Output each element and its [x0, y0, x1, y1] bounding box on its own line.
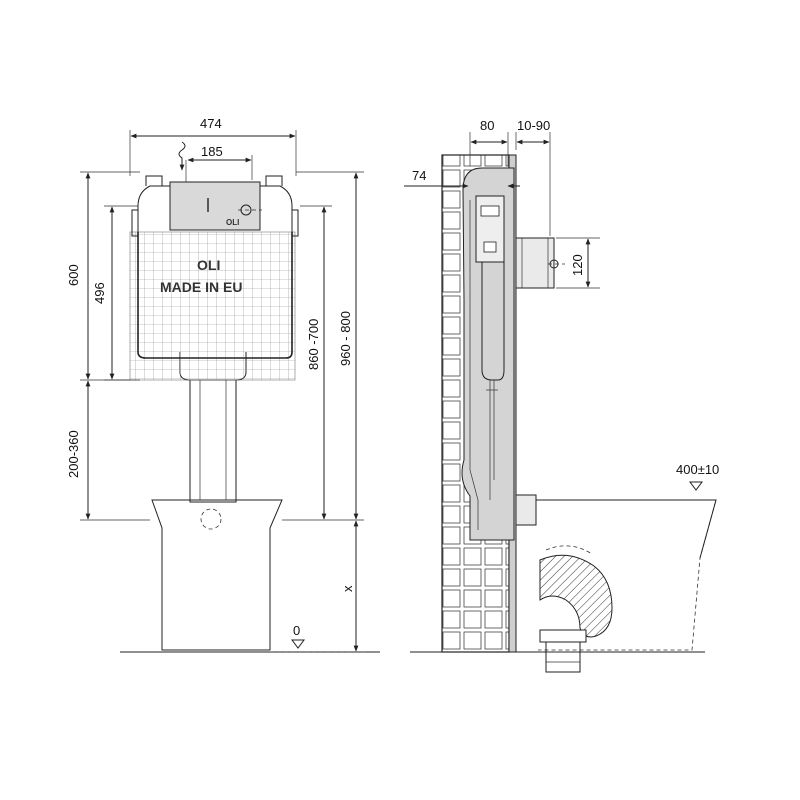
dim-height-960-800: 960 - 800	[338, 311, 353, 366]
dim-height-860-700: 860 -700	[306, 319, 321, 370]
side-bowl-connector	[515, 494, 537, 526]
front-stamp-logo: OLI	[197, 257, 220, 273]
dim-bowl-height: 400±10	[676, 462, 719, 477]
side-floor-drain	[539, 629, 587, 643]
side-bowl-trap	[539, 554, 613, 638]
front-flush-plate-housing	[169, 181, 261, 231]
dim-depth-80: 80	[480, 118, 494, 133]
dim-gap-10-90: 10-90	[517, 118, 550, 133]
front-stamp-made-in-eu: MADE IN EU	[160, 279, 242, 295]
dim-height-200-360: 200-360	[66, 430, 81, 478]
front-view: OLI OLI MADE IN EU 474 185 600 496 200-3…	[66, 116, 380, 653]
front-cistern-body	[137, 232, 293, 359]
dim-height-600: 600	[66, 264, 81, 286]
dim-depth-74: 74	[412, 168, 426, 183]
front-drain-pipe	[189, 379, 237, 503]
front-cistern-grid	[129, 231, 296, 381]
dim-pipe-120: 120	[570, 254, 585, 276]
water-inlet-icon	[178, 141, 186, 171]
dim-width-185: 185	[201, 144, 223, 159]
dim-height-496: 496	[92, 282, 107, 304]
floor-level-zero: 0	[293, 623, 300, 638]
side-view: 80 10-90 74 120 400±10	[404, 118, 719, 673]
front-small-logo: OLI	[226, 218, 239, 227]
front-bowl-outlet	[200, 508, 222, 530]
dim-height-x: x	[340, 585, 355, 592]
dim-width-474: 474	[200, 116, 222, 131]
bowl-height-marker-icon	[689, 481, 703, 491]
floor-level-marker-icon	[291, 639, 305, 649]
front-bowl	[151, 499, 283, 651]
